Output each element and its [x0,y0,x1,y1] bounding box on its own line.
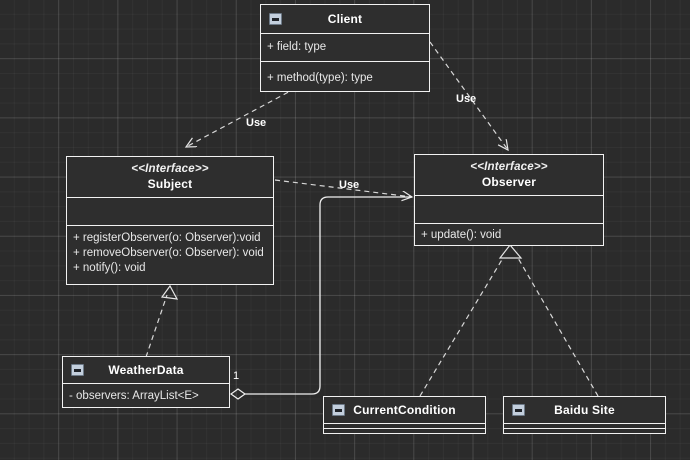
class-method: + method(type): type [267,72,373,84]
edge-label-subject-observer: Use [339,179,360,191]
edge-label-client-observer: Use [456,93,477,105]
class-methods-observer: + update(): void [415,223,603,247]
class-title-client: Client [261,5,429,33]
multiplicity-label-weatherdata: 1 [233,370,240,382]
edge-client-uses-subject [186,87,297,147]
class-icon [269,13,282,25]
class-method: + notify(): void [73,262,146,274]
edge-currentcondition-realizes-observer [419,244,523,397]
class-box-observer[interactable]: <<Interface>> Observer + update(): void [414,154,604,246]
class-method: + registerObserver(o: Observer):void [73,232,261,244]
class-title-baidusite: Baidu Site [504,397,665,423]
class-name-label: Observer [481,175,537,189]
class-name-label: WeatherData [108,363,184,377]
class-box-currentcondition[interactable]: CurrentCondition [323,396,486,434]
class-fields-currentcondition [324,423,485,428]
class-icon [71,364,84,376]
class-stereotype-label: <<Interface>> [131,163,209,175]
class-icon [512,404,525,416]
class-name-label: Client [327,12,363,26]
class-title-subject: <<Interface>> Subject [67,157,273,197]
class-field: - observers: ArrayList<E> [69,390,199,402]
class-method: + update(): void [421,229,502,241]
edge-weatherdata-realizes-subject [145,284,179,358]
class-methods-client: + method(type): type [261,61,429,93]
class-stereotype-label: <<Interface>> [470,161,548,173]
class-fields-baidusite [504,423,665,428]
class-name-label: CurrentCondition [353,403,456,417]
class-fields-weatherdata: - observers: ArrayList<E> [63,383,229,409]
class-icon [332,404,345,416]
class-fields-observer [415,195,603,223]
edge-label-client-subject: Use [246,117,267,129]
class-box-client[interactable]: Client + field: type + method(type): typ… [260,4,430,92]
class-methods-currentcondition [324,428,485,433]
class-title-observer: <<Interface>> Observer [415,155,603,195]
class-methods-subject: + registerObserver(o: Observer):void + r… [67,225,273,286]
edge-baidusite-realizes-observer [517,257,599,397]
class-box-subject[interactable]: <<Interface>> Subject + registerObserver… [66,156,274,285]
class-box-baidusite[interactable]: Baidu Site [503,396,666,434]
class-title-currentcondition: CurrentCondition [324,397,485,423]
class-title-weatherdata: WeatherData [63,357,229,383]
class-box-weatherdata[interactable]: WeatherData - observers: ArrayList<E> [62,356,230,408]
class-fields-subject [67,197,273,225]
class-fields-client: + field: type [261,33,429,61]
class-field: + field: type [267,41,327,53]
class-name-label: Subject [147,177,193,191]
class-methods-baidusite [504,428,665,433]
class-method: + removeObserver(o: Observer): void [73,247,264,259]
class-name-label: Baidu Site [554,403,615,417]
